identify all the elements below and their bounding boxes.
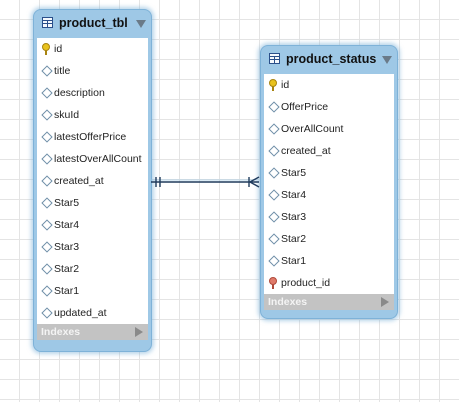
column-row[interactable]: id xyxy=(264,74,394,96)
column-name: id xyxy=(54,43,63,55)
column-name: OverAllCount xyxy=(281,123,344,135)
indexes-label: Indexes xyxy=(41,326,81,338)
column-name: updated_at xyxy=(54,307,107,319)
column-row[interactable]: updated_at xyxy=(37,302,148,324)
column-name: latestOverAllCount xyxy=(54,153,142,165)
column-name: Star2 xyxy=(281,233,307,245)
indexes-section[interactable]: Indexes xyxy=(37,324,148,340)
column-name: created_at xyxy=(281,145,331,157)
column-row[interactable]: created_at xyxy=(264,140,394,162)
table-icon xyxy=(42,17,53,28)
column-name: latestOfferPrice xyxy=(54,131,127,143)
column-name: Star5 xyxy=(54,197,80,209)
column-list: id OfferPrice OverAllCount created_at St… xyxy=(264,74,394,294)
column-row[interactable]: OfferPrice xyxy=(264,96,394,118)
column-row[interactable]: skuId xyxy=(37,104,148,126)
column-name: Star3 xyxy=(54,241,80,253)
crowfoot-prong xyxy=(249,176,260,183)
crowfoot-prong xyxy=(249,181,260,188)
column-name: description xyxy=(54,87,105,99)
column-row[interactable]: latestOverAllCount xyxy=(37,148,148,170)
column-name: Star5 xyxy=(281,167,307,179)
primary-key-icon xyxy=(42,43,50,55)
indexes-section[interactable]: Indexes xyxy=(264,294,394,310)
table-header[interactable]: product_tbl xyxy=(34,10,151,38)
column-row[interactable]: Star4 xyxy=(264,184,394,206)
table-name: product_status xyxy=(286,52,377,66)
column-name: Star3 xyxy=(281,211,307,223)
column-row[interactable]: description xyxy=(37,82,148,104)
column-name: created_at xyxy=(54,175,104,187)
column-name: product_id xyxy=(281,277,331,289)
foreign-key-icon xyxy=(269,277,277,289)
column-name: Star1 xyxy=(54,285,80,297)
table-header[interactable]: product_status xyxy=(261,46,397,74)
column-row[interactable]: id xyxy=(37,38,148,60)
collapse-triangle-icon[interactable] xyxy=(382,56,392,64)
table-icon xyxy=(269,53,280,64)
column-list: id title description skuId latestOfferPr… xyxy=(37,38,148,324)
column-row[interactable]: latestOfferPrice xyxy=(37,126,148,148)
column-name: Star1 xyxy=(281,255,307,267)
column-row[interactable]: Star1 xyxy=(37,280,148,302)
column-name: OfferPrice xyxy=(281,101,329,113)
table-name: product_tbl xyxy=(59,16,128,30)
column-row[interactable]: Star3 xyxy=(264,206,394,228)
table-product-status[interactable]: product_status id OfferPrice OverAllCoun… xyxy=(260,45,398,319)
column-name: Star2 xyxy=(54,263,80,275)
column-row[interactable]: Star2 xyxy=(264,228,394,250)
column-row[interactable]: Star5 xyxy=(264,162,394,184)
primary-key-icon xyxy=(269,79,277,91)
column-row[interactable]: Star3 xyxy=(37,236,148,258)
table-product-tbl[interactable]: product_tbl id title description skuId l… xyxy=(33,9,152,352)
expand-arrow-icon[interactable] xyxy=(381,297,389,307)
collapse-triangle-icon[interactable] xyxy=(136,20,146,28)
column-name: id xyxy=(281,79,290,91)
indexes-label: Indexes xyxy=(268,296,308,308)
column-name: title xyxy=(54,65,71,77)
column-row[interactable]: title xyxy=(37,60,148,82)
expand-arrow-icon[interactable] xyxy=(135,327,143,337)
column-name: Star4 xyxy=(54,219,80,231)
column-row[interactable]: OverAllCount xyxy=(264,118,394,140)
column-row[interactable]: created_at xyxy=(37,170,148,192)
column-row[interactable]: Star5 xyxy=(37,192,148,214)
column-row[interactable]: Star2 xyxy=(37,258,148,280)
column-row[interactable]: Star4 xyxy=(37,214,148,236)
column-row[interactable]: Star1 xyxy=(264,250,394,272)
column-row[interactable]: product_id xyxy=(264,272,394,294)
column-name: Star4 xyxy=(281,189,307,201)
column-name: skuId xyxy=(54,109,80,121)
